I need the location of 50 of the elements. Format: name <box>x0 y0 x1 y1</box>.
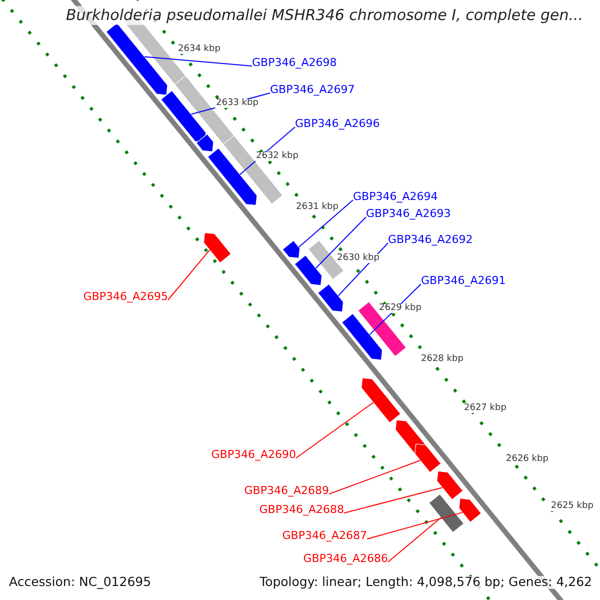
gene-label: GBP346_A2691 <box>421 275 506 286</box>
gene-bar <box>222 135 284 205</box>
gene-label: GBP346_A2696 <box>295 118 380 129</box>
gene-label: GBP346_A2690 <box>211 449 296 460</box>
leader-line <box>168 249 210 300</box>
gene-segment <box>160 90 206 143</box>
gene-label: GBP346_A2694 <box>353 191 438 202</box>
gene-segment <box>106 22 168 96</box>
leader-line <box>388 517 442 562</box>
accession-text: Accession: NC_012695 <box>9 576 152 588</box>
gene-label: GBP346_A2692 <box>388 234 473 245</box>
scale-tick-label: 2633 kbp <box>215 99 260 108</box>
gene-segment <box>317 284 344 312</box>
leader-line <box>144 56 252 66</box>
gene-label: GBP346_A2689 <box>244 485 329 496</box>
gene-segment <box>282 240 300 259</box>
gene-segment <box>360 378 402 424</box>
gene-label: GBP346_A2688 <box>259 504 344 515</box>
gene-segment <box>196 134 214 152</box>
gene-label: GBP346_A2698 <box>252 57 337 68</box>
scale-tick-label: 2629 kbp <box>378 304 422 313</box>
gene-segment <box>203 232 232 264</box>
gene-label: GBP346_A2697 <box>270 84 355 95</box>
leader-line <box>366 512 463 540</box>
gene-label: GBP346_A2687 <box>282 530 367 541</box>
scale-tick-label: 2628 kbp <box>420 355 464 364</box>
gene-label: GBP346_A2686 <box>303 553 388 564</box>
gene-bar <box>358 301 407 357</box>
gene-bar <box>428 494 464 533</box>
gene-segment <box>207 148 258 206</box>
gene-segment <box>294 254 322 286</box>
gene-segment <box>458 498 482 523</box>
scale-tick-label: 2627 kbp <box>463 404 508 413</box>
scale-tick-label: 2631 kbp <box>295 203 340 212</box>
gene-segment <box>414 444 442 473</box>
gene-label: GBP346_A2693 <box>366 208 451 219</box>
leader-line <box>298 200 354 248</box>
scale-tick-label: 2630 kbp <box>336 254 380 263</box>
leader-line <box>296 402 374 458</box>
scale-tick-label: 2634 kbp <box>177 45 222 54</box>
leader-line <box>344 487 443 514</box>
gene-segment <box>341 313 383 360</box>
sequence-info-text: Topology: linear; Length: 4,098,576 bp; Genes: 4,262 <box>260 576 592 588</box>
scale-tick-label: 2626 kbp <box>505 455 550 464</box>
leader-line <box>315 216 366 269</box>
leader-line <box>328 460 421 494</box>
scale-tick-label: 2625 kbp <box>550 502 594 511</box>
gene-label: GBP346_A2695 <box>83 291 168 302</box>
gene-segment <box>436 470 464 500</box>
scale-tick-label: 2632 kbp <box>255 152 300 161</box>
